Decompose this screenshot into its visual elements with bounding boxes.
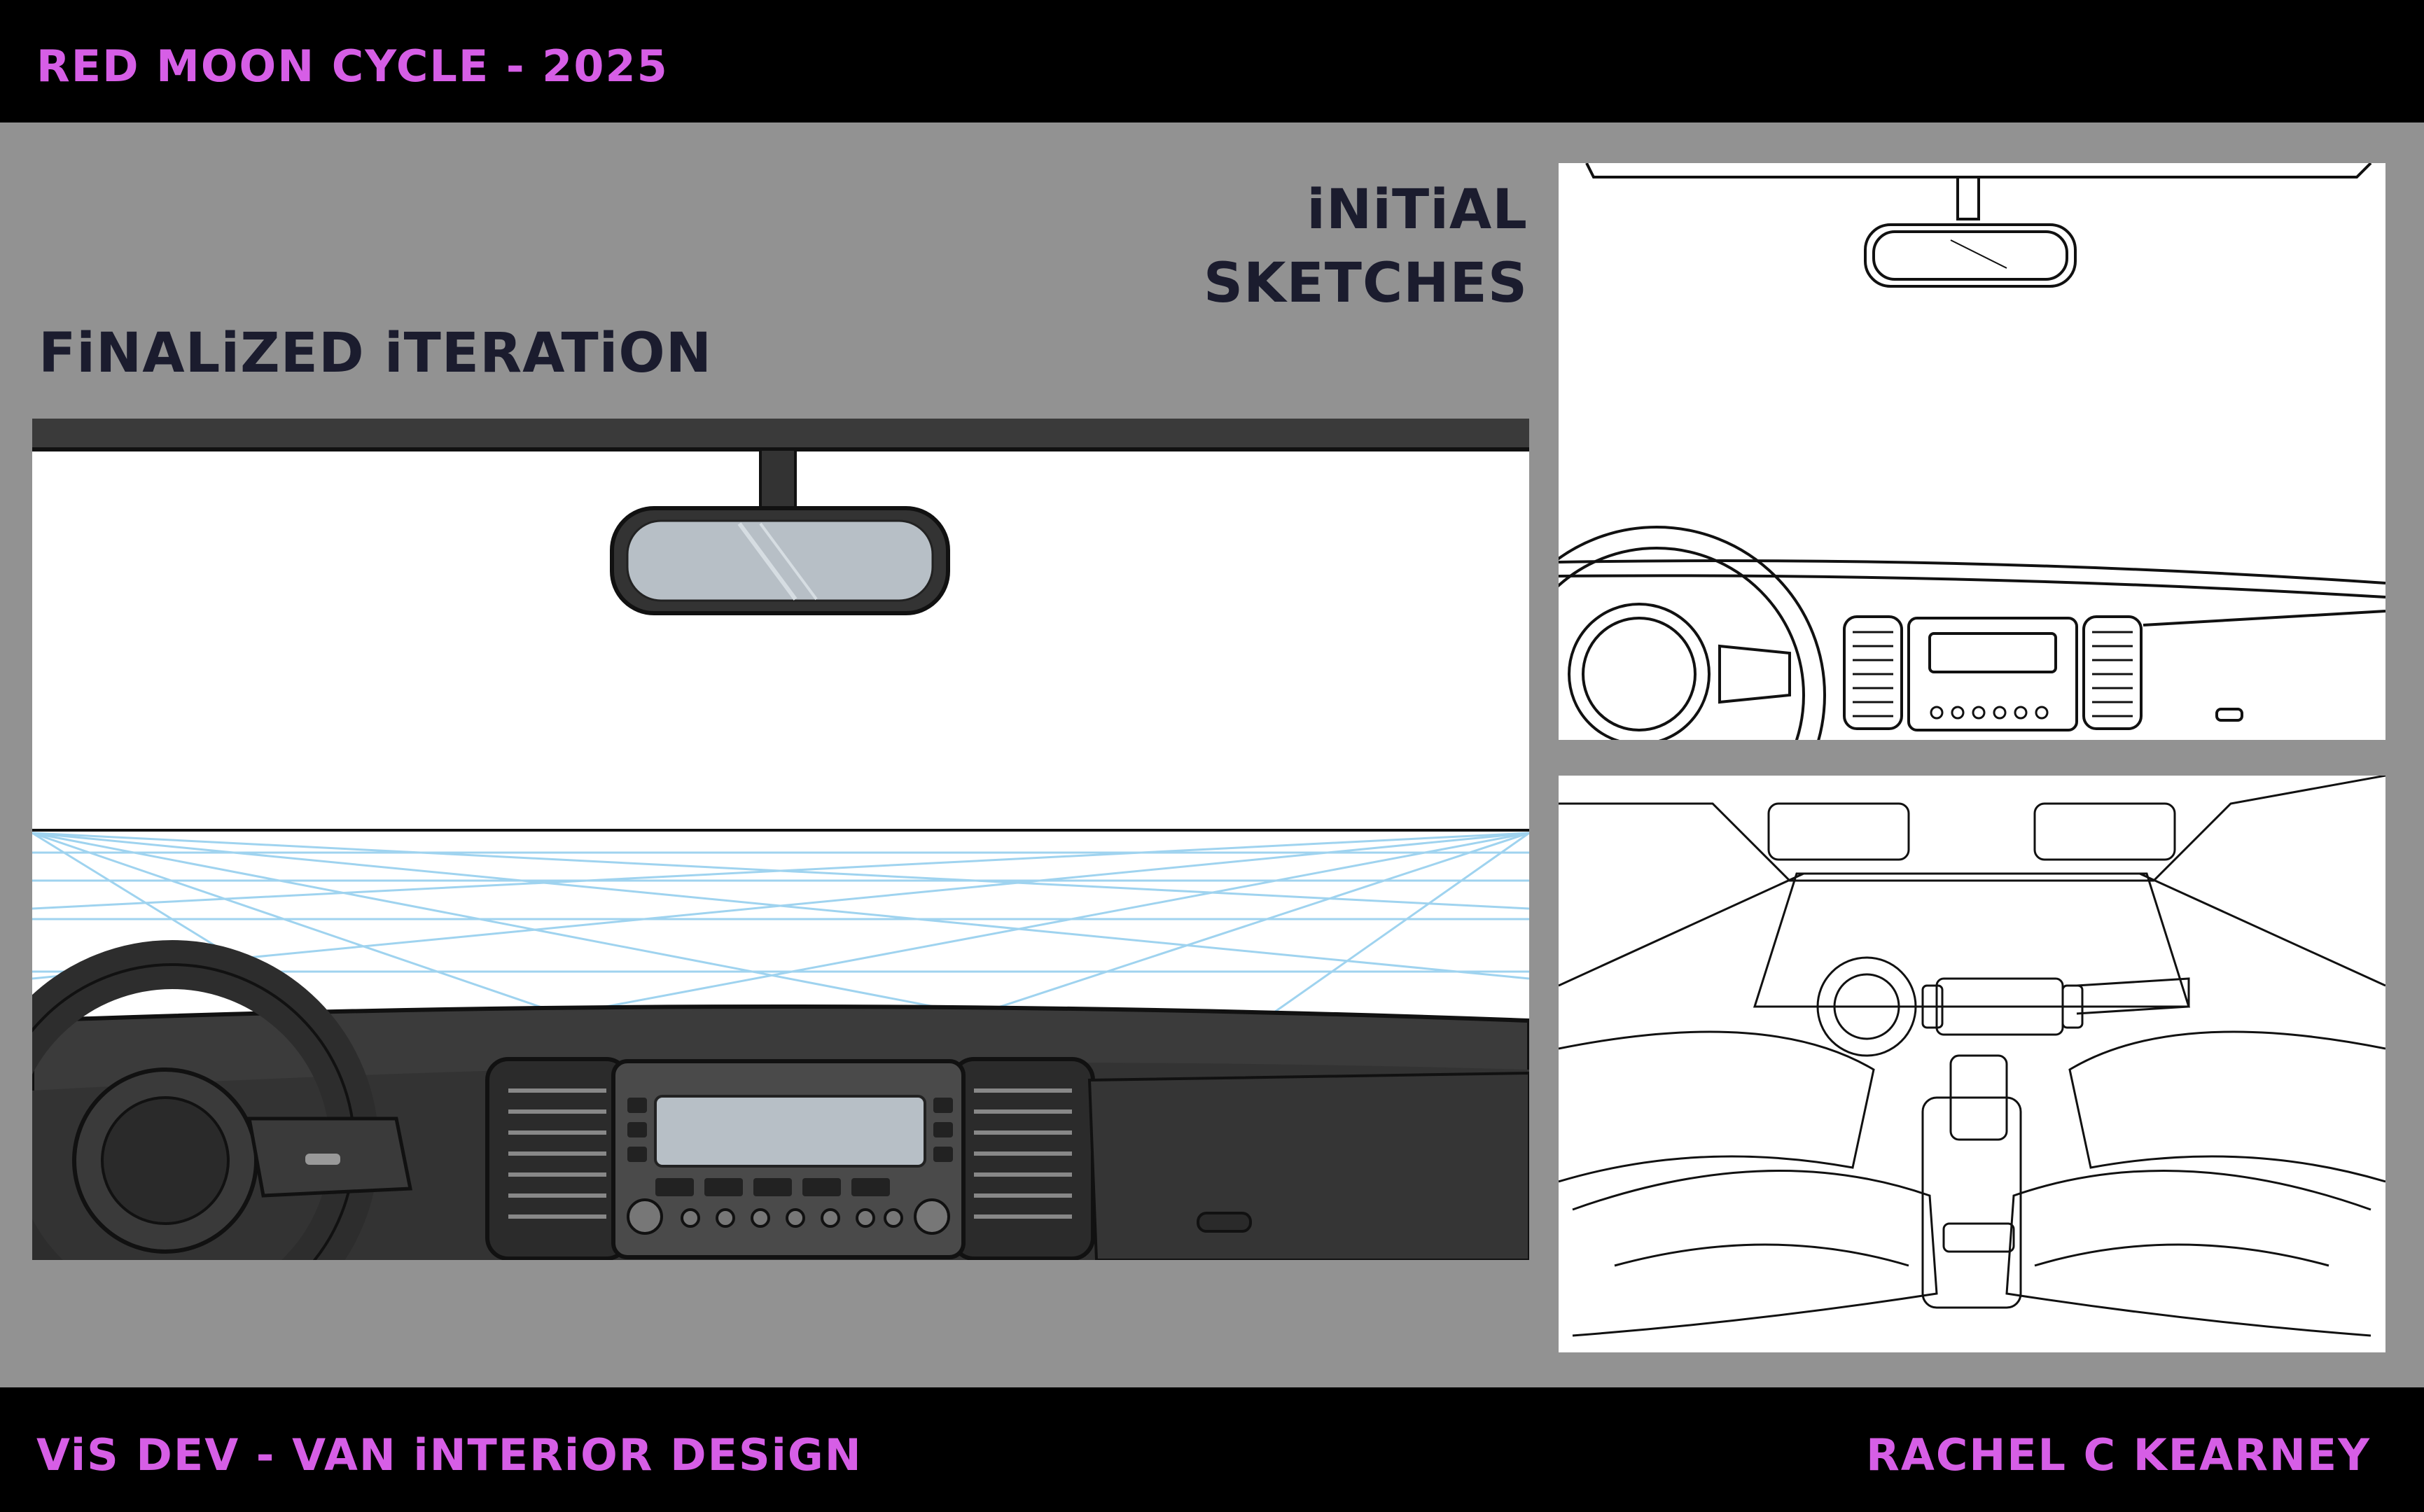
footer-bar: ViS DEV - VAN iNTERiOR DESiGN RACHEL C K… [0,1387,2424,1512]
footer-project-description: ViS DEV - VAN iNTERiOR DESiGN [36,1429,863,1480]
finalized-interior-illustration [32,419,1529,1260]
footer-artist-name: RACHEL C KEARNEY [1866,1429,2371,1480]
finalized-iteration-heading: FiNALiZED iTERATiON [39,322,712,385]
initial-sketch-van-interior [1559,776,2385,1352]
initial-sketches-heading-line2: SKETCHES [1203,252,1528,315]
header-bar: RED MOON CYCLE - 2025 [0,0,2424,122]
initial-sketches-heading-line1: iNiTiAL [1307,178,1528,241]
project-title: RED MOON CYCLE - 2025 [36,41,669,92]
initial-sketch-dashboard [1559,163,2385,740]
